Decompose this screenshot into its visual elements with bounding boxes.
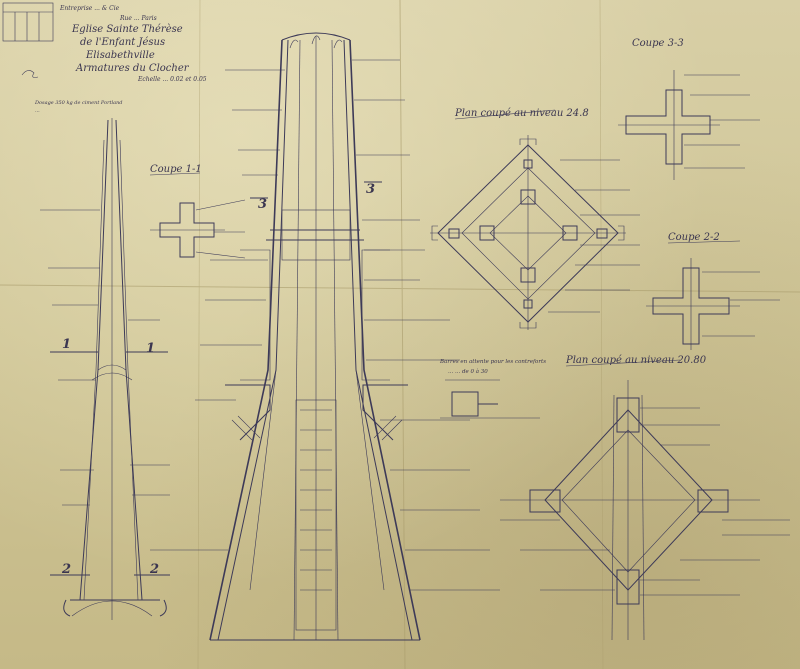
section-3-3: Coupe 3-3 [618, 38, 760, 180]
title-block: Entreprise ... & Cie Rue ... Paris Eglis… [2, 2, 207, 83]
title-line-3: Eglise Sainte Thérèse [71, 24, 183, 35]
plan-level-24-8: Plan coupé au niveau 24.8 [430, 108, 640, 330]
coupe-2-2-title: Coupe 2-2 [668, 232, 720, 243]
plinth-detail: Barres en attente pour les contreforts .… [439, 359, 546, 419]
title-line-1: Entreprise ... & Cie [59, 5, 120, 12]
marker-2-right: 2 [149, 562, 159, 577]
slender-spire-elevation: 1 1 2 2 [40, 118, 170, 620]
marker-1-left: 1 [62, 337, 71, 352]
plan-level-20-80: Plan coupé au niveau 20.80 [500, 355, 790, 641]
marker-3-left: 3 [258, 197, 267, 212]
main-tower-elevation: 3 3 [150, 32, 500, 641]
coupe-1-1-title: Coupe 1-1 [150, 164, 202, 175]
plinth-note-1: Barres en attente pour les contreforts [439, 359, 546, 365]
concrete-note-2: ... [35, 108, 40, 114]
concrete-note-1: Dosage 350 kg de ciment Portland [34, 100, 123, 106]
marker-1-right: 1 [146, 341, 155, 356]
section-2-2: Coupe 2-2 [646, 232, 780, 350]
title-line-5: Elisabethville [85, 50, 155, 61]
marker-3-right: 3 [366, 182, 375, 197]
section-1-1: Coupe 1-1 [149, 164, 246, 259]
plinth-note-2: ... ... de 0 à 30 [448, 368, 488, 375]
plan-24-8-title: Plan coupé au niveau 24.8 [454, 108, 589, 119]
title-line-4: de l'Enfant Jésus [80, 37, 165, 48]
coupe-3-3-title: Coupe 3-3 [632, 38, 684, 49]
marker-2-left: 2 [61, 562, 71, 577]
title-line-7: Echelle ... 0.02 et 0.05 [137, 76, 207, 83]
title-line-2: Rue ... Paris [119, 15, 157, 22]
title-line-6: Armatures du Clocher [75, 63, 190, 74]
plan-20-80-title: Plan coupé au niveau 20.80 [565, 355, 707, 366]
